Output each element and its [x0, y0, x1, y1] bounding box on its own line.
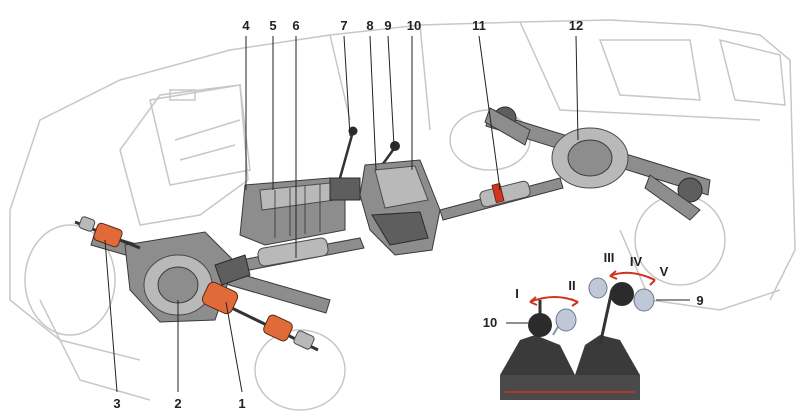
front-propshaft: [229, 237, 365, 274]
callout-7: 7: [340, 18, 347, 33]
callout-labels: 4 5 6 7 8 9 10 11 12 1 2 3: [113, 18, 583, 411]
inset-label-10: 10: [483, 315, 497, 330]
callout-1: 1: [238, 396, 245, 411]
callout-4: 4: [242, 18, 250, 33]
gear-label-I: I: [515, 286, 519, 301]
callout-8: 8: [366, 18, 373, 33]
gear-label-III: III: [604, 250, 615, 265]
gear-label-V: V: [660, 264, 669, 279]
callout-5: 5: [269, 18, 276, 33]
shift-pattern-inset: I II III IV V 10 9: [483, 250, 704, 400]
callout-6: 6: [292, 18, 299, 33]
gear-label-II: II: [568, 278, 575, 293]
rear-propshaft: [439, 177, 564, 221]
gearbox: [239, 177, 361, 246]
transfer-case: [359, 159, 441, 256]
callout-10: 10: [407, 18, 421, 33]
callout-3: 3: [113, 396, 120, 411]
callout-12: 12: [569, 18, 583, 33]
callout-2: 2: [174, 396, 181, 411]
callout-9: 9: [384, 18, 391, 33]
callout-leaders: [104, 35, 579, 393]
engine-block: [119, 84, 249, 226]
gear-label-IV: IV: [630, 254, 643, 269]
rear-axle: [484, 106, 711, 221]
callout-11: 11: [472, 18, 486, 33]
inset-label-9: 9: [696, 293, 703, 308]
left-driveshaft: [74, 216, 141, 250]
right-driveshaft: [201, 281, 319, 352]
